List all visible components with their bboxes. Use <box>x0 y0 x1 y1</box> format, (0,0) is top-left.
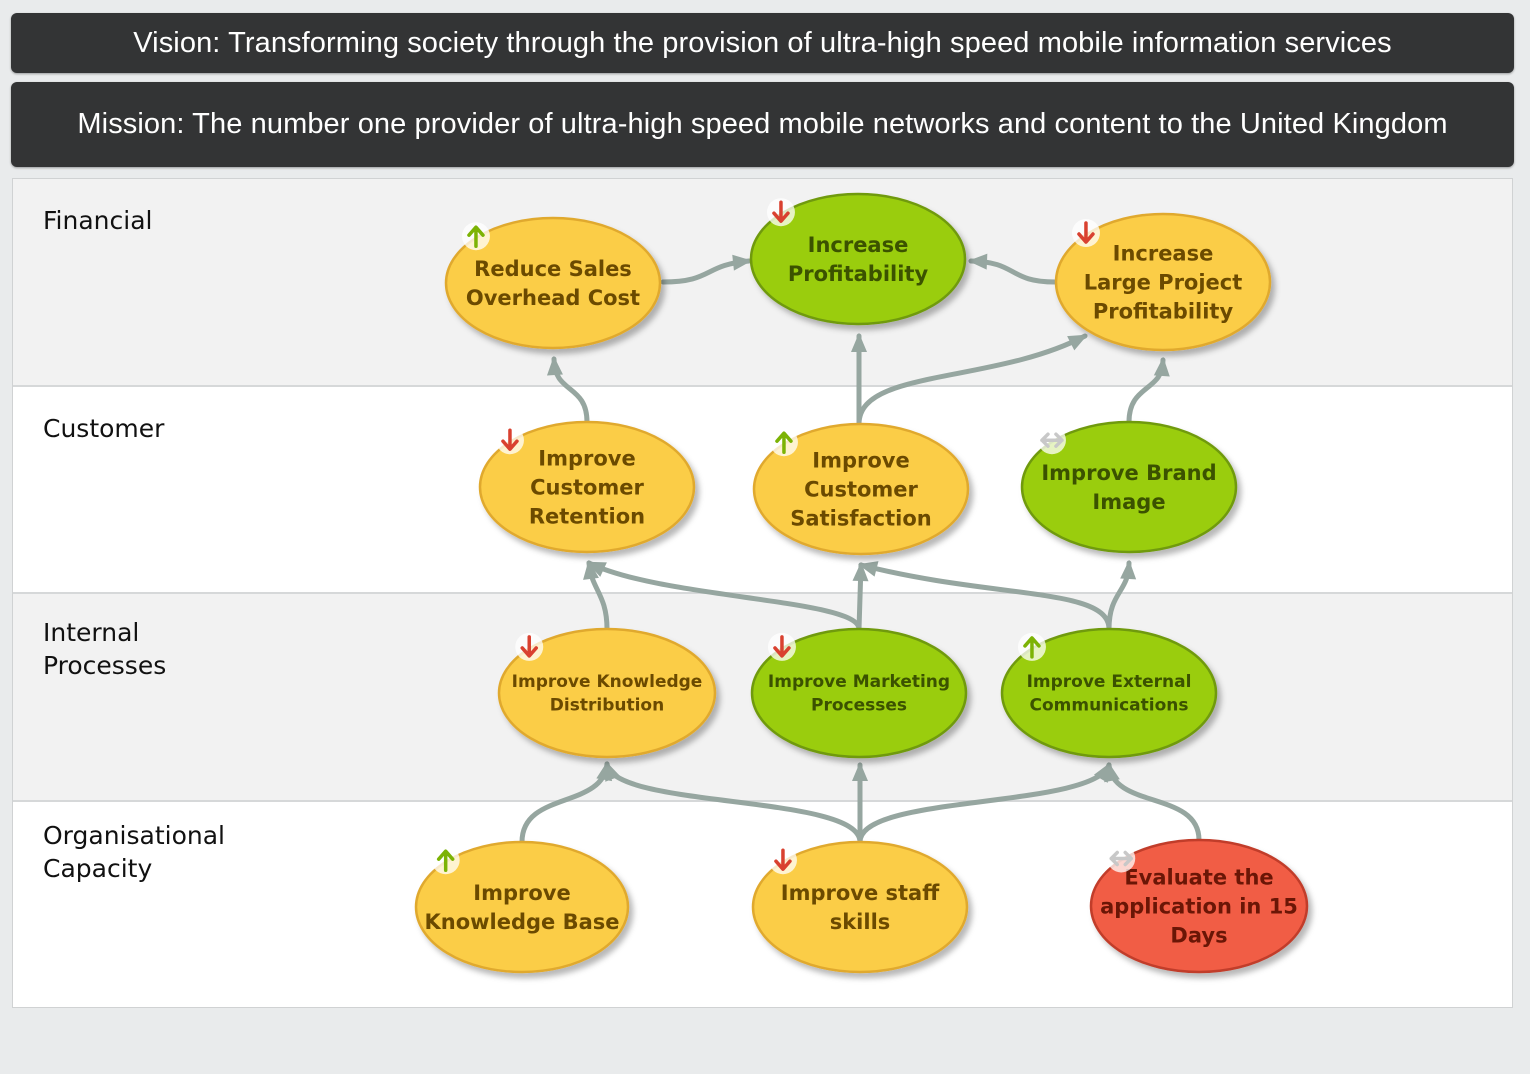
link-arrowhead <box>586 561 607 577</box>
trend-down-icon <box>1071 219 1100 248</box>
objective-bubble <box>1000 627 1218 759</box>
objective-evaluate-application[interactable]: Evaluate the application in 15 Days <box>1089 838 1309 974</box>
objective-label-line: Improve <box>812 448 909 472</box>
objective-label-line: Knowledge Base <box>424 910 619 934</box>
objective-bubble <box>478 420 696 554</box>
objective-improve-staff-skills[interactable]: Improve staff skills <box>751 840 969 974</box>
strategy-map: Financial Customer Internal Processes Or… <box>12 178 1513 1008</box>
link-arrowhead <box>605 761 621 782</box>
link-arrowhead <box>546 356 563 376</box>
objective-label-line: skills <box>830 910 891 934</box>
objective-label-line: Improve Knowledge <box>512 672 703 692</box>
trend-up-icon <box>769 428 798 457</box>
objective-label-line: Communications <box>1029 696 1188 716</box>
trend-flat-icon <box>1037 426 1066 455</box>
perspective-label-internal: Internal Processes <box>43 618 167 680</box>
mission-banner: Mission: The number one provider of ultr… <box>11 82 1514 167</box>
objective-label-line: Increase <box>808 233 909 257</box>
objective-label-line: Increase <box>1113 241 1214 265</box>
objective-label-line: Improve <box>538 446 635 470</box>
link-arrowhead <box>1120 560 1137 580</box>
vision-banner: Vision: Transforming society through the… <box>11 13 1514 73</box>
trend-up-icon <box>431 846 460 875</box>
objective-label-line: application in 15 <box>1100 894 1298 918</box>
trend-down-icon <box>766 198 795 227</box>
trend-down-icon <box>515 632 544 661</box>
objective-label-line: Distribution <box>550 696 664 716</box>
perspective-label-financial: Financial <box>43 206 153 235</box>
objective-label-line: Improve staff <box>781 881 940 905</box>
link-arrowhead <box>858 561 879 577</box>
trend-down-icon <box>767 632 796 661</box>
objective-label-line: Overhead Cost <box>466 286 640 310</box>
objective-label-line: Retention <box>529 504 645 528</box>
link-improve-knowledge-base-to-improve-knowledge-distribution <box>519 761 610 845</box>
objective-label-line: Days <box>1170 923 1227 947</box>
link-arrowhead <box>732 254 752 271</box>
objective-bubble <box>750 627 968 759</box>
objective-label-line: Profitability <box>1093 299 1234 323</box>
objective-label-line: Processes <box>811 696 907 716</box>
perspective-label-customer: Customer <box>43 414 165 443</box>
objective-bubble <box>444 216 662 350</box>
link-improve-customer-satisfaction-to-increase-large-project-profitability <box>856 333 1088 427</box>
objective-bubble <box>414 840 630 974</box>
link-improve-external-communications-to-improve-customer-satisfaction <box>858 562 1112 632</box>
link-arrowhead <box>968 253 988 270</box>
link-arrowhead <box>1067 334 1088 351</box>
objective-label-line: Reduce Sales <box>474 257 632 281</box>
link-improve-marketing-processes-to-improve-customer-retention <box>586 560 862 632</box>
link-arrowhead <box>1104 762 1120 783</box>
objective-label-line: Customer <box>804 477 918 501</box>
trend-down-icon <box>495 426 524 455</box>
objective-label-line: Satisfaction <box>790 506 931 530</box>
objective-label-line: Evaluate the <box>1124 865 1273 889</box>
link-improve-staff-skills-to-improve-external-communications <box>857 762 1112 845</box>
objective-label-line: Improve External <box>1027 672 1192 692</box>
objective-bubble <box>749 192 967 326</box>
link-arrowhead <box>1153 357 1170 377</box>
objective-bubble <box>752 422 970 556</box>
objective-label-line: Improve Brand <box>1041 461 1216 485</box>
link-arrowhead <box>583 560 599 580</box>
link-improve-staff-skills-to-improve-knowledge-distribution <box>604 761 863 845</box>
objective-label-line: Profitability <box>788 262 929 286</box>
objective-bubble <box>1054 212 1272 352</box>
perspective-label-capacity: Organisational Capacity <box>43 821 225 883</box>
objective-label-line: Large Project <box>1084 270 1243 294</box>
link-evaluate-application-to-improve-external-communications <box>1106 762 1202 843</box>
trend-flat-icon <box>1107 844 1136 873</box>
trend-up-icon <box>461 222 490 251</box>
link-arrowhead <box>852 762 868 781</box>
objective-bubble <box>1089 838 1309 974</box>
link-arrowhead <box>852 562 869 582</box>
link-arrowhead <box>851 333 867 352</box>
objective-bubble <box>751 840 969 974</box>
objective-label-line: Improve Marketing <box>768 672 950 692</box>
objective-label-line: Improve <box>473 881 570 905</box>
trend-down-icon <box>768 846 797 875</box>
objective-bubble <box>497 627 717 759</box>
objective-bubble <box>1020 420 1238 554</box>
objective-label-line: Customer <box>530 475 644 499</box>
objective-label-line: Image <box>1092 490 1165 514</box>
trend-up-icon <box>1017 632 1046 661</box>
